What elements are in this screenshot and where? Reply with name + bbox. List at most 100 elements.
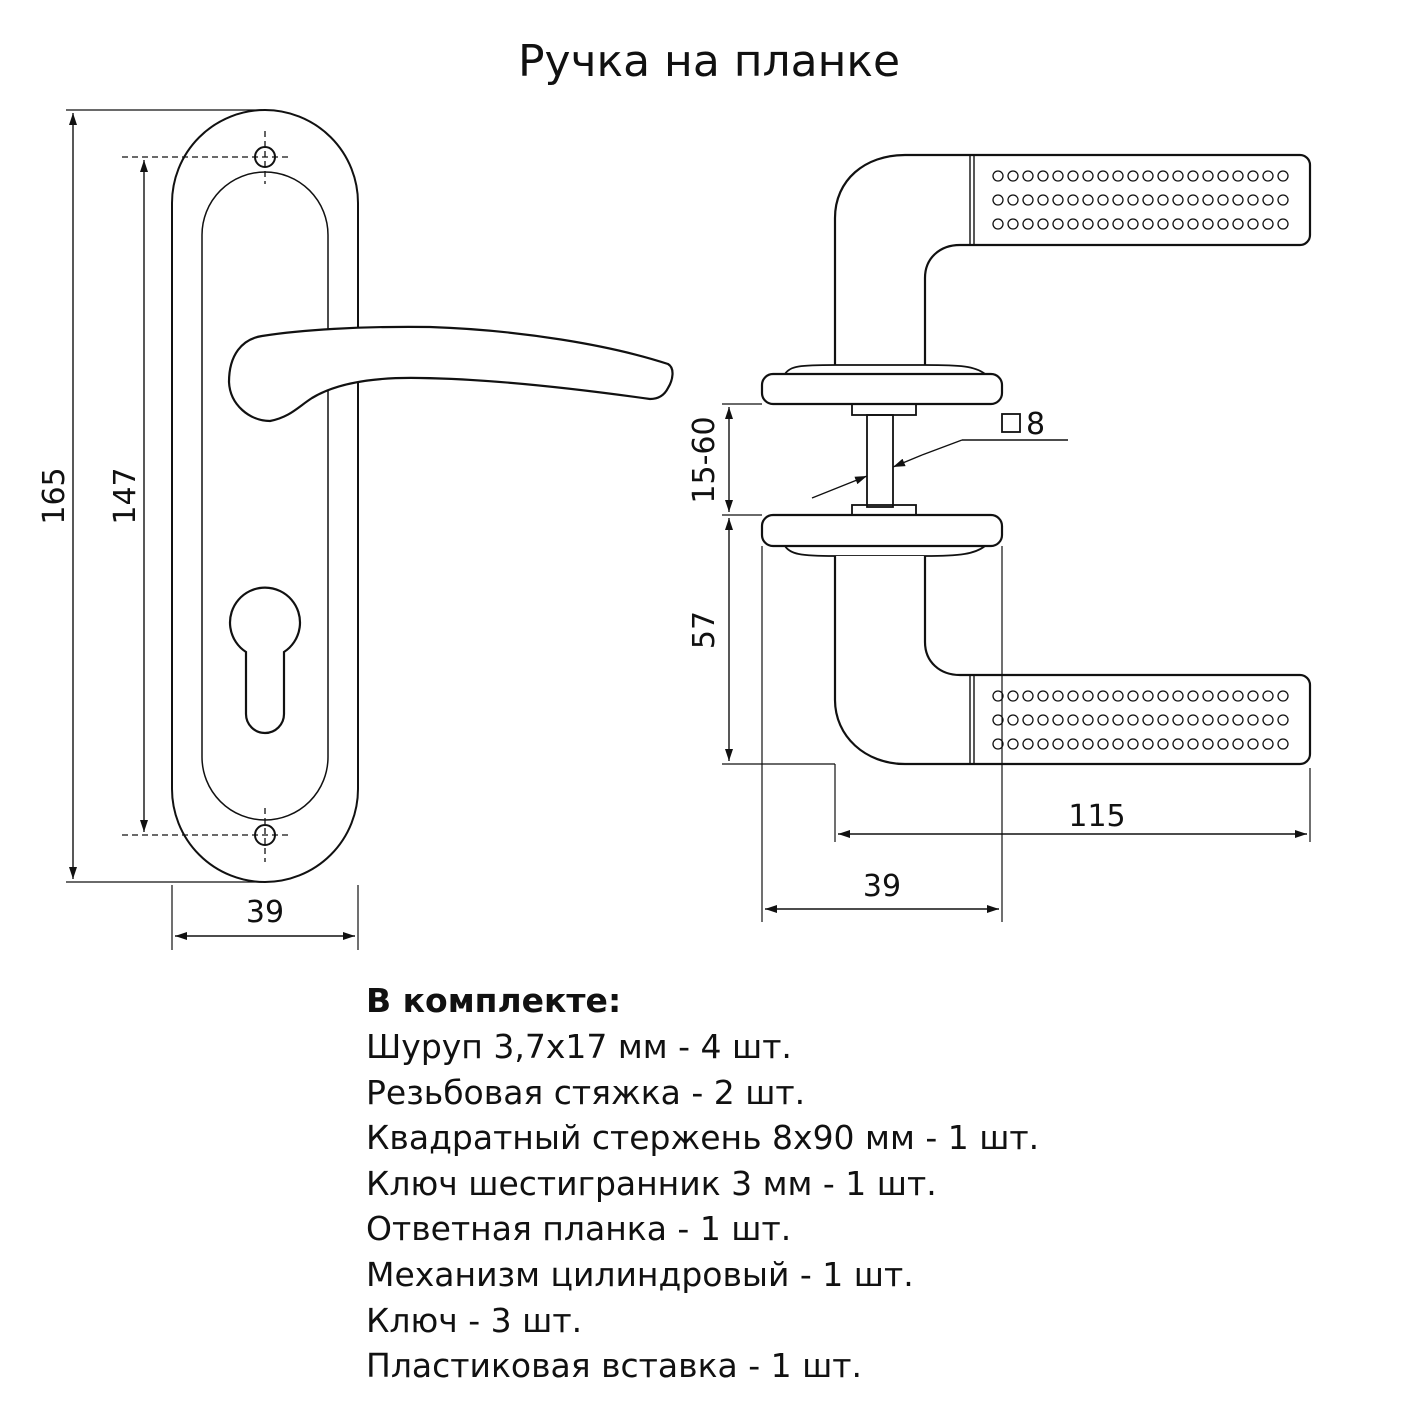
- grip-dot: [1277, 690, 1289, 702]
- upper-rosette-neck: [784, 364, 986, 375]
- grip-dot: [1097, 738, 1109, 750]
- grip-dot: [1067, 194, 1079, 206]
- grip-dot: [1037, 714, 1049, 726]
- grip-dot: [1172, 194, 1184, 206]
- grip-dot: [1202, 218, 1214, 230]
- kit-item: Механизм цилиндровый - 1 шт.: [366, 1254, 914, 1294]
- grip-dot: [1247, 218, 1259, 230]
- grip-dot: [1202, 714, 1214, 726]
- grip-dot: [1112, 170, 1124, 182]
- kit-item: Ключ шестигранник 3 мм - 1 шт.: [366, 1163, 937, 1203]
- spindle-collar-top: [851, 403, 917, 416]
- grip-dot: [1052, 714, 1064, 726]
- grip-dot: [1262, 738, 1274, 750]
- grip-dot: [1007, 194, 1019, 206]
- grip-dot: [1112, 738, 1124, 750]
- side-view: [722, 153, 1312, 922]
- grip-dot: [992, 218, 1004, 230]
- grip-dot: [992, 714, 1004, 726]
- grip-dot: [1082, 738, 1094, 750]
- front-view: [66, 109, 674, 950]
- grip-dot: [1097, 714, 1109, 726]
- grip-dot: [1097, 170, 1109, 182]
- grip-dot: [992, 194, 1004, 206]
- grip-dot: [1127, 690, 1139, 702]
- grip-dot: [1217, 170, 1229, 182]
- grip-dot: [1112, 714, 1124, 726]
- grip-dot: [1232, 738, 1244, 750]
- grip-dot: [1007, 218, 1019, 230]
- backplate-inner-panel: [201, 171, 329, 821]
- grip-dot: [1097, 218, 1109, 230]
- grip-dot: [1112, 690, 1124, 702]
- dim-hole-spacing: 147: [108, 467, 143, 524]
- grip-dot: [1127, 738, 1139, 750]
- grip-dot: [1037, 170, 1049, 182]
- lower-handle: [833, 556, 1312, 766]
- grip-dot: [1022, 170, 1034, 182]
- dim-height-total: 165: [37, 467, 72, 524]
- grip-dot: [1232, 194, 1244, 206]
- kit-item: Резьбовая стяжка - 2 шт.: [366, 1072, 806, 1112]
- grip-dot: [1052, 170, 1064, 182]
- kit-list: Шуруп 3,7х17 мм - 4 шт. Резьбовая стяжка…: [366, 1024, 1039, 1389]
- grip-dot: [1262, 194, 1274, 206]
- kit-item: Ответная планка - 1 шт.: [366, 1209, 792, 1249]
- grip-dot: [1142, 170, 1154, 182]
- kit-contents: В комплекте: Шуруп 3,7х17 мм - 4 шт. Рез…: [366, 978, 1039, 1389]
- grip-dot: [1082, 170, 1094, 182]
- grip-dot: [1187, 714, 1199, 726]
- grip-dot: [1067, 690, 1079, 702]
- grip-dot: [1007, 690, 1019, 702]
- grip-dot: [1247, 194, 1259, 206]
- grip-dot: [1217, 194, 1229, 206]
- grip-dot: [1112, 194, 1124, 206]
- grip-dot: [992, 690, 1004, 702]
- grip-dot: [1157, 194, 1169, 206]
- grip-dot: [1202, 738, 1214, 750]
- grip-dot: [1142, 218, 1154, 230]
- grip-dot: [1157, 714, 1169, 726]
- lower-rosette-neck: [784, 545, 986, 557]
- grip-dot: [1187, 218, 1199, 230]
- grip-dot: [1082, 714, 1094, 726]
- upper-handle: [833, 153, 1312, 365]
- grip-dot: [1277, 218, 1289, 230]
- dim-spindle-square: 8: [1026, 407, 1045, 442]
- grip-dot: [1082, 194, 1094, 206]
- grip-dot: [1187, 738, 1199, 750]
- grip-dot: [1067, 218, 1079, 230]
- dim-handle-length: 115: [1068, 799, 1125, 834]
- grip-dot: [1262, 218, 1274, 230]
- grip-dot: [1172, 170, 1184, 182]
- grip-dot: [1157, 690, 1169, 702]
- grip-dot: [1277, 738, 1289, 750]
- grip-dot: [1052, 194, 1064, 206]
- spindle: [866, 414, 894, 508]
- grip-dot: [1142, 194, 1154, 206]
- grip-dot: [1217, 738, 1229, 750]
- grip-dot: [1262, 170, 1274, 182]
- grip-dot: [1097, 194, 1109, 206]
- grip-dot: [1262, 690, 1274, 702]
- dim-side-width: 39: [863, 869, 901, 904]
- grip-dot: [1037, 738, 1049, 750]
- grip-dot: [1187, 194, 1199, 206]
- grip-dot: [1202, 690, 1214, 702]
- grip-dot: [1232, 218, 1244, 230]
- grip-dot: [1007, 738, 1019, 750]
- kit-heading: В комплекте:: [366, 981, 622, 1020]
- grip-dot: [1157, 170, 1169, 182]
- grip-dot: [1217, 714, 1229, 726]
- dim-door-thickness: 15-60: [687, 416, 722, 503]
- grip-dot: [1022, 194, 1034, 206]
- grip-dot: [1202, 194, 1214, 206]
- grip-dot: [1172, 690, 1184, 702]
- upper-handle-dot-pattern: [992, 170, 1289, 230]
- backplate-outline: [171, 109, 359, 883]
- grip-dot: [1247, 170, 1259, 182]
- grip-dot: [1067, 738, 1079, 750]
- grip-dot: [1127, 194, 1139, 206]
- grip-dot: [1082, 690, 1094, 702]
- kit-item: Квадратный стержень 8х90 мм - 1 шт.: [366, 1118, 1040, 1158]
